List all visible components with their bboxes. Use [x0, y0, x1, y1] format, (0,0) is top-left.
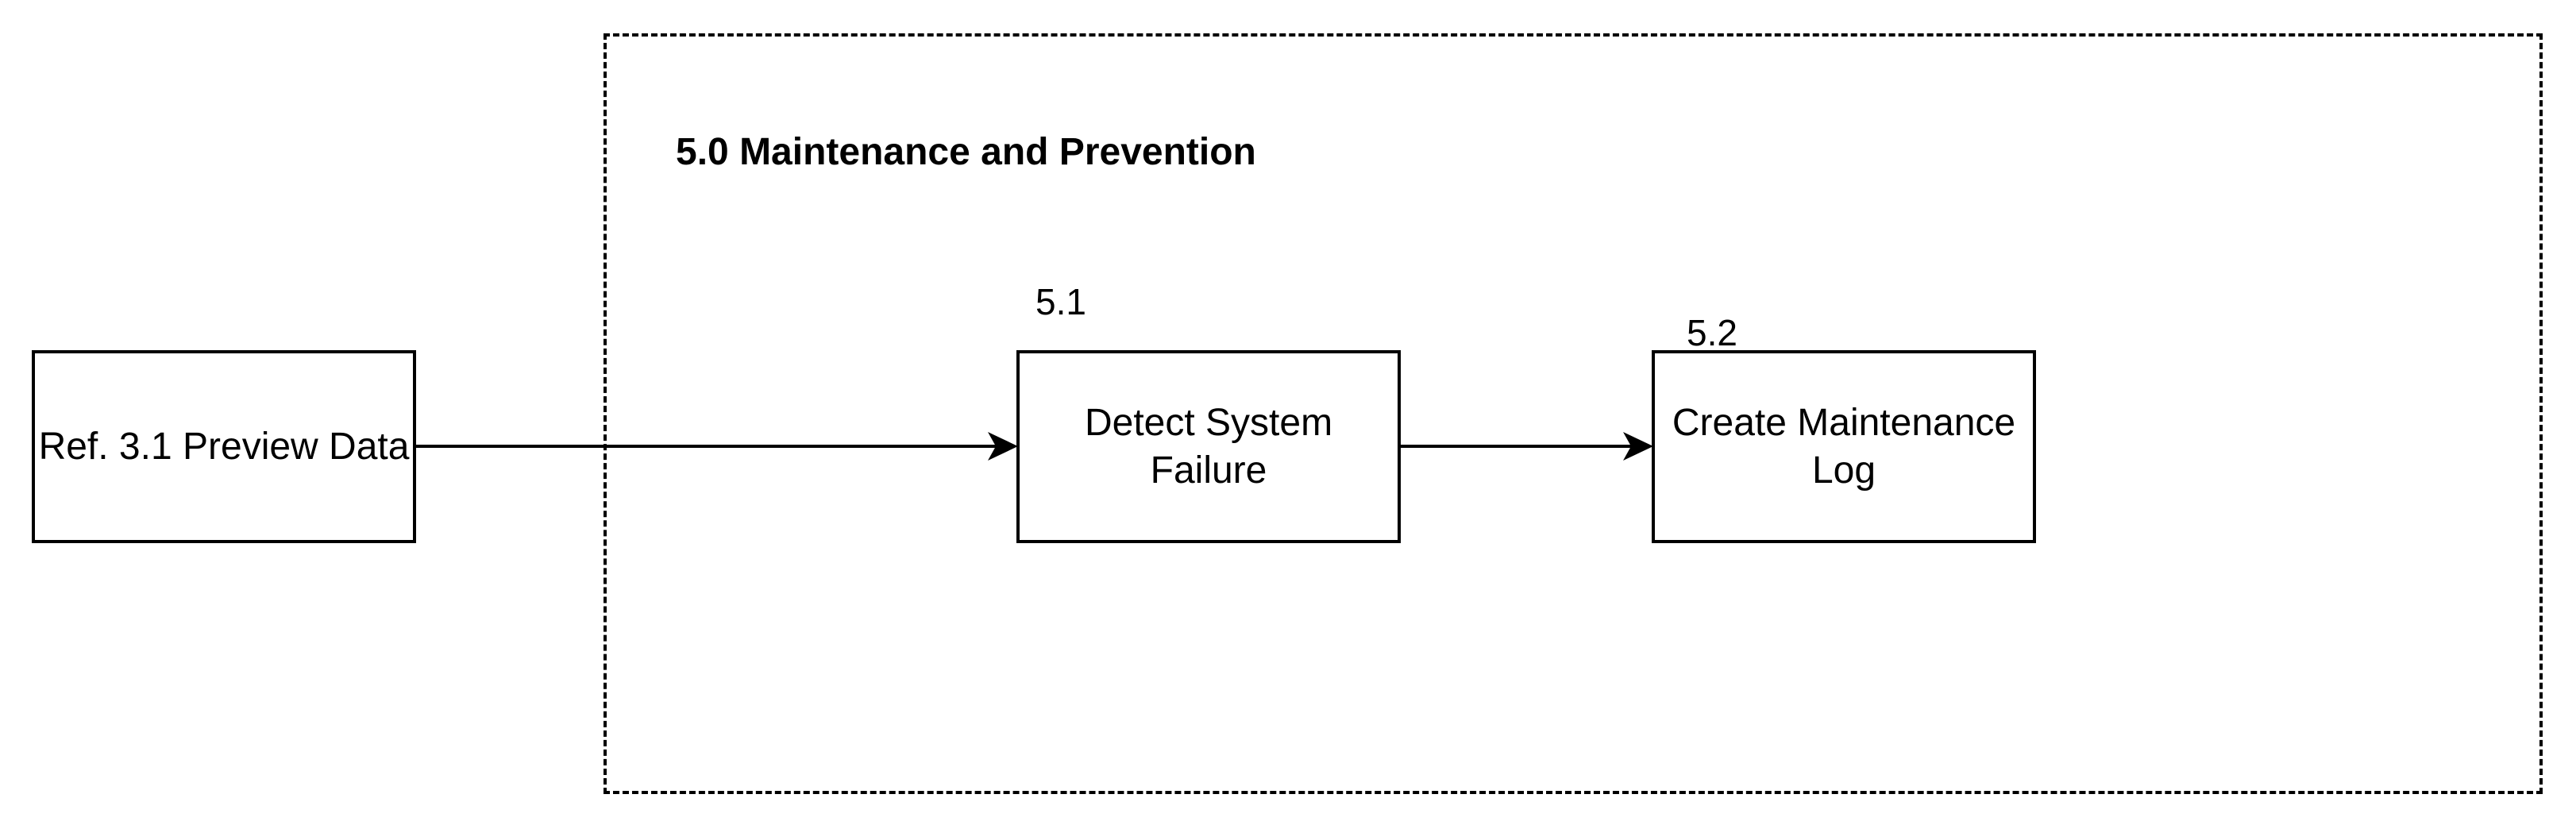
node-detect-system-failure: Detect System Failure: [1016, 350, 1401, 543]
process-boundary: [604, 33, 2543, 794]
node-number: 5.2: [1687, 312, 1737, 353]
edge-ref-to-5-1: [416, 432, 1018, 461]
boundary-title: 5.0 Maintenance and Prevention: [676, 131, 1256, 173]
edge-5-1-to-5-2: [1401, 432, 1653, 461]
node-label: Create Maintenance Log: [1672, 401, 2016, 492]
node-label: Ref. 3.1 Preview Data: [38, 425, 410, 468]
node-label: Detect System Failure: [1084, 401, 1333, 492]
node-create-maintenance-log: Create Maintenance Log: [1652, 350, 2036, 543]
node-number: 5.1: [1035, 281, 1086, 322]
node-ref-preview-data: Ref. 3.1 Preview Data: [32, 350, 416, 543]
